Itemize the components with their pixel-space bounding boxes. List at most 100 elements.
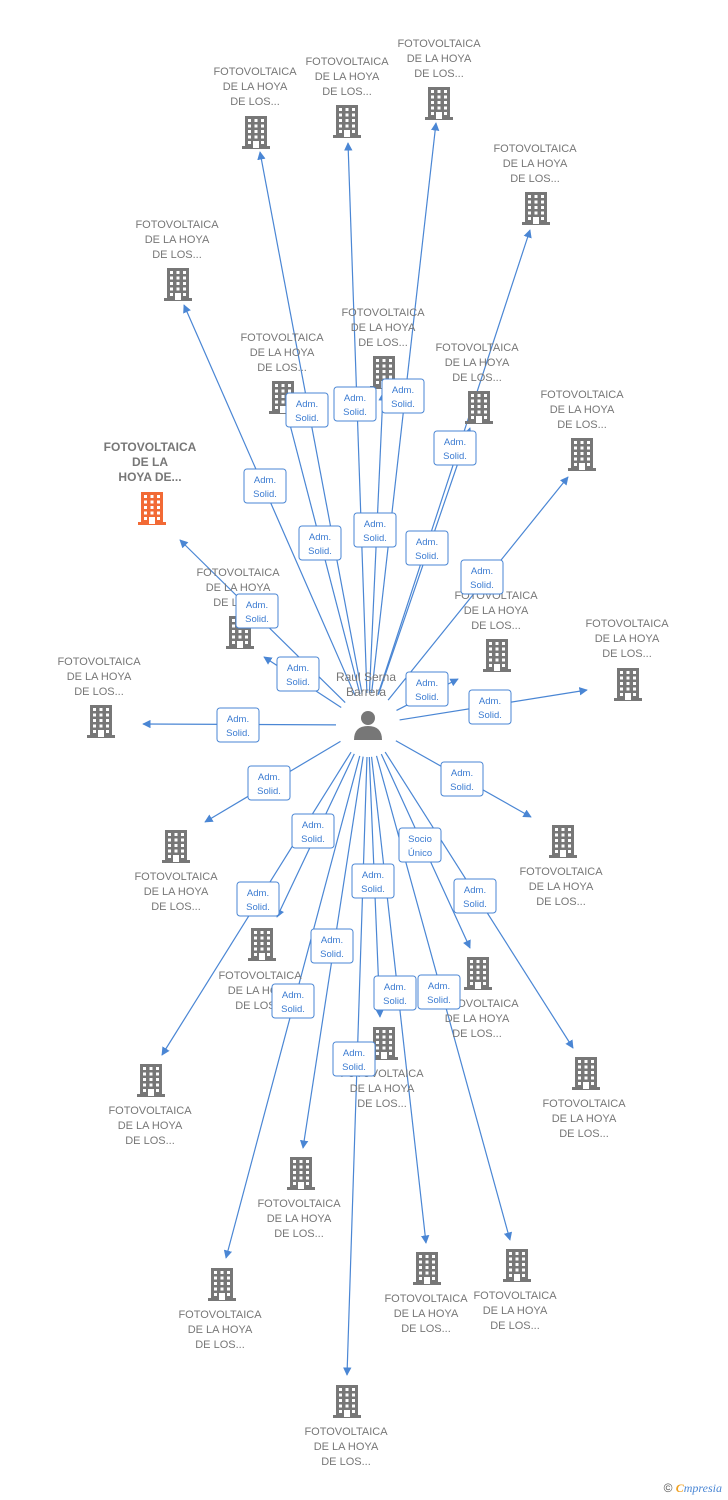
company-label[interactable]: FOTOVOLTAICA DE LA HOYA DE LOS... (542, 1098, 626, 1140)
relation-text: Solid. (343, 407, 367, 418)
company-label-line: DE LOS... (74, 686, 124, 698)
company-node-icon (503, 1249, 531, 1282)
company-label-line: DE LA HOYA (595, 633, 660, 645)
relation-label: Adm.Solid. (381, 378, 425, 414)
company-label-line: DE LA HOYA (552, 1113, 617, 1125)
company-node-icon (87, 705, 115, 738)
relation-label: Adm.Solid. (332, 1041, 376, 1077)
company-label-line: DE LA HOYA (223, 81, 288, 93)
relation-text: Adm. (343, 1048, 365, 1059)
company-label-line: FOTOVOLTAICA (540, 389, 624, 401)
copyright-symbol: © (663, 1481, 673, 1495)
relation-label: Adm. Solid. (351, 863, 395, 899)
relation-text: Socio (408, 834, 432, 845)
relation-text: Solid. (295, 413, 319, 424)
relation-text: Solid. (478, 710, 502, 721)
relation-text: Adm. (254, 475, 276, 486)
relation-text: Adm. (247, 888, 269, 899)
company-label-line: FOTOVOLTAICA (435, 342, 519, 354)
relation-text: Adm. (246, 600, 268, 611)
relation-label: Adm.Solid. (353, 512, 397, 548)
relation-label: Adm. Solid. (291, 813, 335, 849)
relation-text: Adm. (258, 772, 280, 783)
relation-text: Solid. (246, 902, 270, 913)
relation-text: Adm. (471, 566, 493, 577)
company-label-line: DE LOS... (557, 419, 607, 431)
company-node-icon (549, 825, 577, 858)
relation-text: Solid. (450, 782, 474, 793)
relation-text: Adm. (384, 982, 406, 993)
relation-label: Adm.Solid. (433, 430, 477, 466)
company-label-line: DE LA HOYA (144, 886, 209, 898)
company-label-line: DE LA HOYA (145, 234, 210, 246)
company-node-highlight-icon (138, 492, 166, 525)
relation-text: Adm. (227, 714, 249, 725)
person-icon (354, 711, 382, 740)
company-label-line: DE LA HOYA (529, 881, 594, 893)
footer-brand: © Cmpresia (664, 1481, 722, 1496)
relation-label: Adm.Solid. (310, 928, 354, 964)
company-label-line: FOTOVOLTAICA (493, 143, 577, 155)
relation-text: Solid. (443, 451, 467, 462)
company-node-icon (333, 1385, 361, 1418)
company-label-line: DE LOS... (559, 1128, 609, 1140)
relation-text: Solid. (415, 692, 439, 703)
company-node-icon (370, 1027, 398, 1060)
relation-text: Solid. (391, 399, 415, 410)
company-label-line: DE LOS... (401, 1323, 451, 1335)
company-label-line: FOTOVOLTAICA (240, 332, 324, 344)
relation-text: Solid. (415, 551, 439, 562)
relation-text: Solid. (363, 533, 387, 544)
company-node-icon (465, 391, 493, 424)
company-label-line: DE LOS... (322, 86, 372, 98)
company-label-line: FOTOVOLTAICA (135, 219, 219, 231)
relation-text: Adm. (362, 870, 384, 881)
relation-text: Solid. (383, 996, 407, 1007)
relation-text: Adm. (416, 678, 438, 689)
company-label-line: DE LOS... (602, 648, 652, 660)
relation-text: Adm. (464, 885, 486, 896)
relation-text: Adm. (479, 696, 501, 707)
relation-text: Solid. (361, 884, 385, 895)
relation-text: Adm. (302, 820, 324, 831)
relation-text: Solid. (308, 546, 332, 557)
company-label-line: DE LA HOYA (314, 1441, 379, 1453)
company-label-line: FOTOVOLTAICA (473, 1290, 557, 1302)
relation-label: Adm. Solid. (405, 671, 449, 707)
company-label-line: DE LA HOYA (206, 582, 271, 594)
company-label-line: DE LOS... (321, 1456, 371, 1468)
company-label-line: DE LA HOYA (188, 1324, 253, 1336)
relation-text: Adm. (309, 532, 331, 543)
company-label-line: FOTOVOLTAICA (542, 1098, 626, 1110)
company-label-line: FOTOVOLTAICA (104, 440, 197, 454)
company-node-icon (522, 192, 550, 225)
company-label-line: FOTOVOLTAICA (305, 56, 389, 68)
relation-label: Adm.Solid. (440, 761, 484, 797)
relation-text: Solid. (470, 580, 494, 591)
relation-text: Solid. (301, 834, 325, 845)
company-node-icon (208, 1268, 236, 1301)
relation-text: Adm. (344, 393, 366, 404)
